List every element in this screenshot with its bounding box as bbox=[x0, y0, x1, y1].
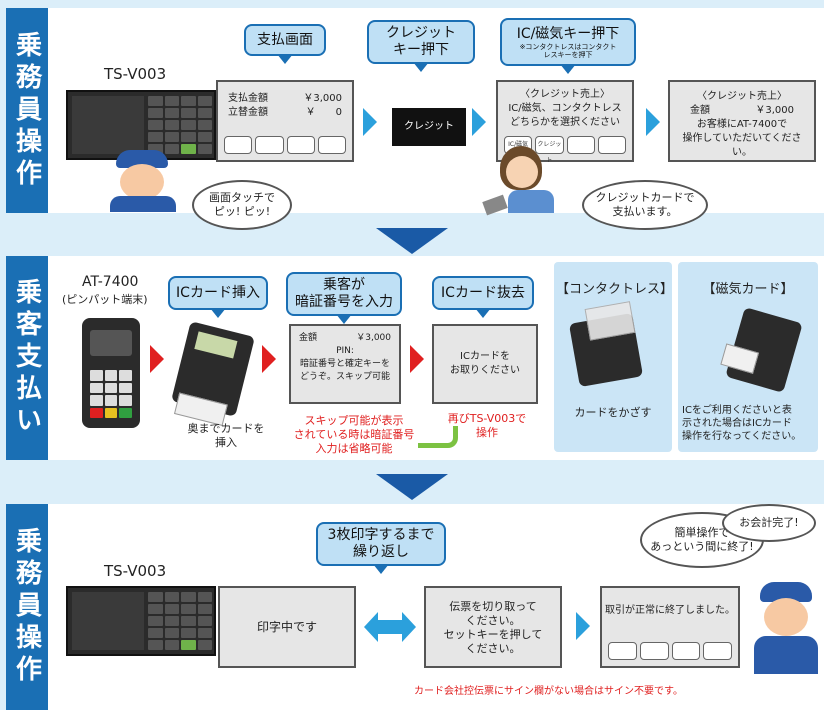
ts-v003-terminal-image bbox=[66, 90, 216, 160]
screen-button[interactable] bbox=[255, 136, 284, 154]
bubble-driver-touch: 画面タッチで ピッ! ピッ! bbox=[192, 180, 292, 230]
bubble-passenger-credit: クレジットカードで 支払います。 bbox=[582, 180, 708, 230]
return-arrow-green bbox=[418, 426, 458, 448]
flow-arrow bbox=[576, 612, 590, 640]
device-label-ts-v003: TS-V003 bbox=[104, 562, 167, 580]
callout-passenger-pin: 乗客が 暗証番号を入力 bbox=[286, 272, 402, 324]
credit-key[interactable]: クレジット bbox=[392, 108, 466, 146]
screen-hand-to-customer: 〈クレジット売上〉 金額￥3,000 お客様にAT-7400で 操作していただい… bbox=[668, 80, 816, 162]
magnetic-note: ICをご利用くださいと表 示された場合はICカード 操作を行なってください。 bbox=[682, 405, 802, 442]
device-label-ts-v003: TS-V003 bbox=[104, 65, 167, 83]
bubble-payment-complete: お会計完了! bbox=[722, 504, 816, 542]
screen-button[interactable] bbox=[224, 136, 253, 154]
screen-payment: 支払金額￥3,000 立替金額￥ 0 bbox=[216, 80, 354, 162]
credit-card-icon bbox=[482, 194, 508, 216]
flow-arrow bbox=[262, 345, 276, 373]
screen-button[interactable] bbox=[317, 136, 346, 154]
screen-remove-card: ICカードを お取りください bbox=[432, 324, 538, 404]
footer-note-signature: カード会社控伝票にサイン欄がない場合はサイン不要です。 bbox=[414, 686, 683, 697]
callout-repeat-print: 3枚印字するまで 繰り返し bbox=[316, 522, 446, 574]
magnetic-title: 【磁気カード】 bbox=[702, 282, 794, 297]
bubble-easy-operation: 簡単操作で あっという間に終了! bbox=[640, 512, 764, 568]
section-arrow-down bbox=[376, 474, 448, 500]
section-label-3: 乗務員操作 bbox=[6, 504, 48, 710]
repeat-double-arrow bbox=[364, 612, 416, 642]
callout-ic-card-insert: ICカード挿入 bbox=[168, 276, 268, 318]
contactless-title: 【コンタクトレス】 bbox=[556, 282, 674, 297]
flow-arrow bbox=[363, 108, 377, 136]
ts-v003-terminal-image bbox=[66, 586, 216, 656]
screen-button[interactable] bbox=[597, 136, 626, 154]
section-arrow-down bbox=[376, 228, 448, 254]
flow-arrow bbox=[150, 345, 164, 373]
driver-illustration bbox=[108, 150, 178, 212]
screen-button[interactable] bbox=[639, 642, 669, 660]
passenger-illustration bbox=[478, 146, 558, 216]
flow-arrow bbox=[472, 108, 486, 136]
flow-arrow bbox=[646, 108, 660, 136]
screen-complete: 取引が正常に終了しました。 bbox=[600, 586, 740, 668]
screen-button[interactable] bbox=[703, 642, 732, 660]
callout-ic-card-remove: ICカード抜去 bbox=[432, 276, 534, 318]
screen-pin-entry: 金額￥3,000 PIN: 暗証番号と確定キーを どうぞ。スキップ可能 bbox=[289, 324, 401, 404]
screen-select-method: 〈クレジット売上〉 IC/磁気、コンタクトレス どちらかを選択ください IC/磁… bbox=[496, 80, 634, 164]
driver-illustration bbox=[752, 582, 820, 674]
screen-tear-slip: 伝票を切り取って ください。 セットキーを押して ください。 bbox=[424, 586, 562, 668]
callout-credit-key: クレジットキー押下 bbox=[367, 20, 475, 72]
section-label-2: 乗客支払い bbox=[6, 256, 48, 460]
flow-arrow bbox=[410, 345, 424, 373]
note-skip-pin: スキップ可能が表示 されている時は暗証番号 入力は省略可能 bbox=[293, 414, 415, 455]
callout-ic-magnetic-key: IC/磁気キー押下 ※コンタクトレスはコンタクトレスキーを押下 bbox=[500, 18, 636, 74]
screen-button[interactable] bbox=[566, 136, 595, 154]
at7400-pinpad-image bbox=[82, 318, 140, 428]
screen-printing: 印字中です bbox=[218, 586, 356, 668]
device-label-at7400: AT-7400 bbox=[82, 274, 139, 290]
note-insert-card: 奥までカードを 挿入 bbox=[187, 422, 265, 449]
screen-button[interactable] bbox=[671, 642, 701, 660]
contactless-note: カードをかざす bbox=[574, 406, 652, 419]
screen-button[interactable] bbox=[286, 136, 315, 154]
section-label-1: 乗務員操作 bbox=[6, 8, 48, 213]
callout-payment-screen: 支払画面 bbox=[244, 24, 326, 64]
note-return-ts-v003: 再びTS-V003で 操作 bbox=[447, 412, 527, 439]
contactless-terminal-image bbox=[568, 301, 644, 388]
device-sub-label: (ピンパット端末) bbox=[62, 293, 148, 306]
credit-button[interactable]: クレジット bbox=[535, 136, 564, 164]
screen-button[interactable] bbox=[608, 642, 637, 660]
